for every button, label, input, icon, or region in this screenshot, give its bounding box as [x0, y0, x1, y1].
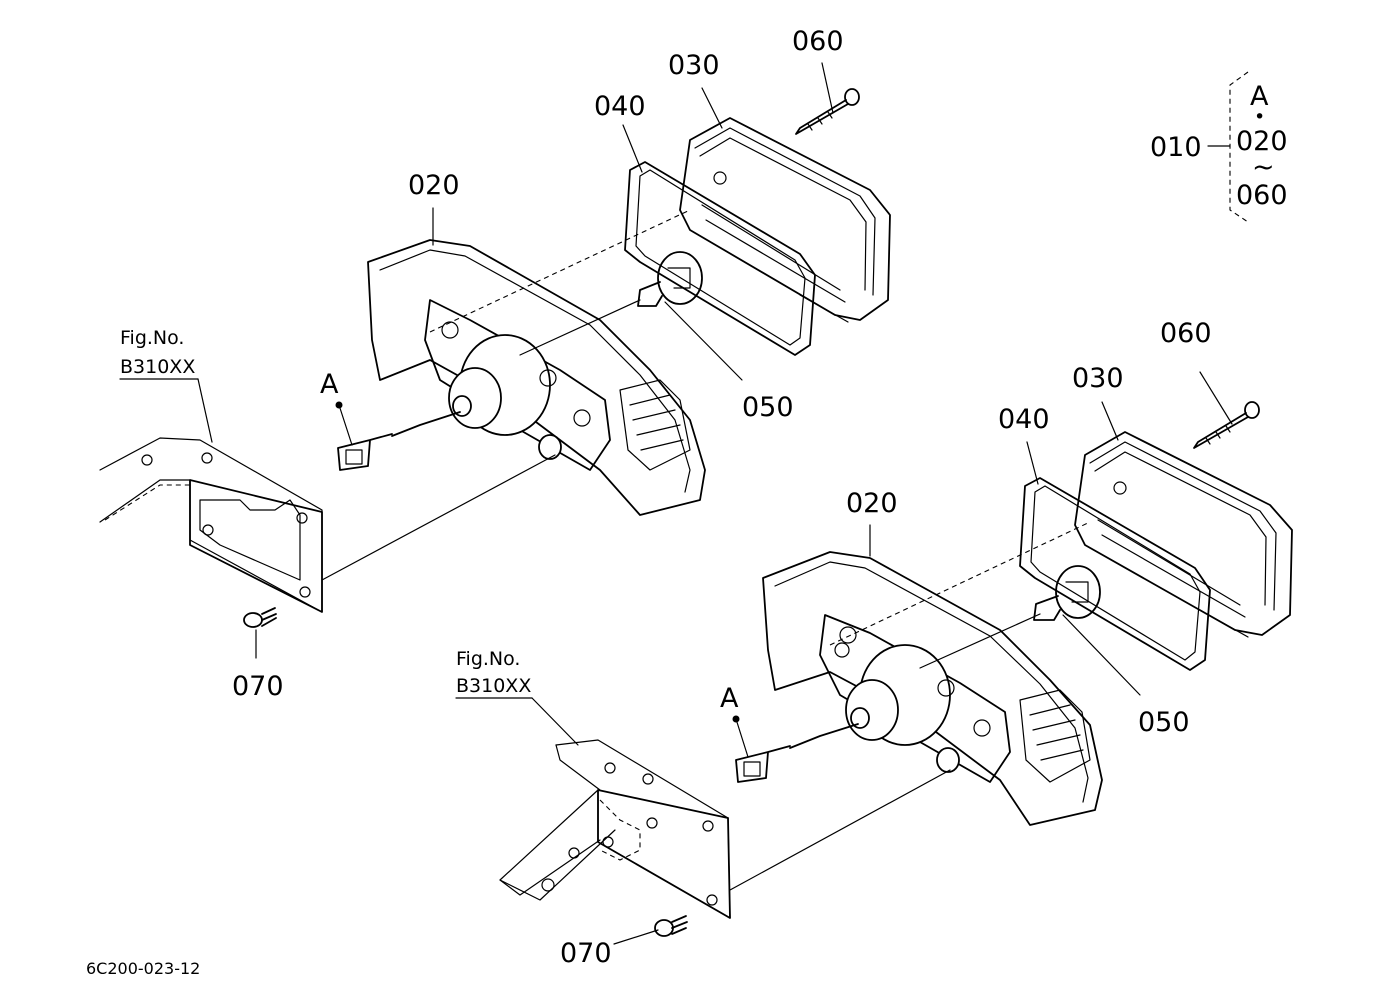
label-key-range-to: 060: [1236, 180, 1288, 211]
screw-070-top: [243, 607, 277, 628]
bolt-060-top: [795, 88, 860, 135]
label-030-top: 030: [668, 50, 720, 81]
label-assembly-010: 010: [1150, 132, 1202, 163]
leader-lines-bottom: [455, 371, 1233, 945]
label-060-bottom: 060: [1160, 318, 1212, 349]
label-050-bottom: 050: [1138, 707, 1190, 738]
socket-connector-top: [335, 395, 472, 471]
label-030-bottom: 030: [1072, 363, 1124, 394]
gasket-040-top: [624, 161, 816, 356]
part-labels-top: 060 030 040 020 050 A Fig.No. B310XX 070: [120, 26, 844, 702]
label-connector-a-top: A: [320, 369, 339, 400]
label-key-connector-a: A: [1250, 81, 1269, 112]
label-key-range-from: 020: [1236, 126, 1288, 157]
label-key-dot: •: [1254, 106, 1265, 128]
label-060-top: 060: [792, 26, 844, 57]
label-fig-no-bottom: Fig.No.: [456, 648, 520, 670]
label-020-bottom: 020: [846, 488, 898, 519]
label-050-top: 050: [742, 392, 794, 423]
gasket-040-bottom: [1019, 477, 1211, 671]
lamp-housing-020-bottom: [762, 551, 1103, 826]
label-070-bottom: 070: [560, 938, 612, 969]
assembly-key-bracket: [1207, 71, 1249, 223]
lens-030-bottom: [1074, 431, 1293, 638]
label-070-top: 070: [232, 671, 284, 702]
label-fig-no-top: Fig.No.: [120, 327, 184, 349]
leader-lines-top: [119, 62, 834, 659]
bolt-060-bottom: [1193, 401, 1260, 449]
lamp-assembly-top: [99, 88, 891, 628]
lamp-housing-020-top: [367, 239, 706, 516]
assembly-key-labels: 010 A • 020 ~ 060: [1150, 81, 1288, 211]
label-040-bottom: 040: [998, 404, 1050, 435]
lens-030-top: [679, 117, 891, 323]
socket-connector-bottom: [732, 707, 870, 783]
mounting-bracket-top: [99, 437, 323, 613]
label-040-top: 040: [594, 91, 646, 122]
label-fig-ref-top: B310XX: [120, 356, 195, 378]
drawing-code: 6C200-023-12: [86, 959, 200, 978]
screw-070-bottom: [654, 915, 688, 937]
label-fig-ref-bottom: B310XX: [456, 675, 531, 697]
label-connector-a-bottom: A: [720, 683, 739, 714]
label-020-top: 020: [408, 170, 460, 201]
lamp-assembly-bottom: [499, 401, 1293, 937]
mounting-bracket-bottom: [499, 739, 731, 919]
bulb-050-bottom: [1033, 565, 1101, 621]
part-labels-bottom: 060 030 040 020 050 A Fig.No. B310XX 070: [456, 318, 1212, 969]
label-key-tilde: ~: [1252, 152, 1275, 183]
